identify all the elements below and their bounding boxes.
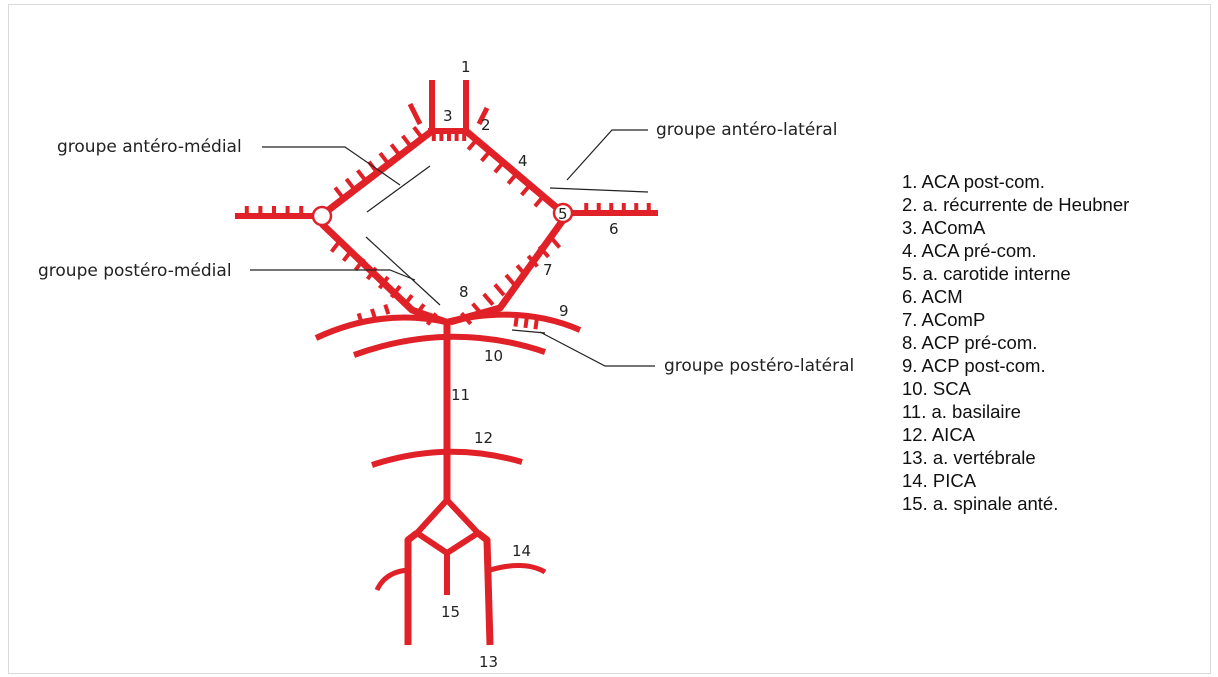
leader-postero-lateral bbox=[540, 332, 655, 366]
number-15: 15 bbox=[441, 603, 460, 621]
legend-item: 3. AComA bbox=[902, 216, 1129, 239]
perforator-tick bbox=[468, 140, 476, 150]
leader-antero-medial bbox=[262, 147, 400, 185]
legend-item: 4. ACA pré-com. bbox=[902, 239, 1129, 262]
legend-item: 13. a. vertébrale bbox=[902, 446, 1129, 469]
legend-item: 5. a. carotide interne bbox=[902, 262, 1129, 285]
perforator-tick bbox=[403, 136, 412, 147]
heubner-artery-left bbox=[410, 104, 420, 124]
perforator-tick bbox=[506, 275, 515, 286]
number-14: 14 bbox=[512, 542, 531, 560]
perforator-tick bbox=[414, 127, 423, 138]
legend-item: 10. SCA bbox=[902, 377, 1129, 400]
label-antero-medial: groupe antéro-médial bbox=[57, 137, 242, 157]
number-7: 7 bbox=[543, 261, 553, 279]
perforator-tick bbox=[525, 316, 527, 328]
legend-item: 14. PICA bbox=[902, 469, 1129, 492]
vertebral-confluence bbox=[417, 500, 478, 553]
number-2: 2 bbox=[481, 116, 491, 134]
number-6: 6 bbox=[609, 220, 619, 238]
perforator-tick bbox=[332, 241, 340, 252]
vertebral-left bbox=[408, 533, 417, 645]
perforator-tick bbox=[535, 196, 543, 206]
label-postero-lateral: groupe postéro-latéral bbox=[664, 356, 854, 376]
number-11: 11 bbox=[451, 386, 470, 404]
perforator-tick bbox=[358, 170, 367, 181]
perforator-tick bbox=[495, 162, 503, 172]
perforator-tick bbox=[550, 237, 559, 248]
perforator-tick bbox=[508, 174, 516, 184]
leader-postero-lateral-tick bbox=[512, 330, 545, 333]
legend-item: 15. a. spinale anté. bbox=[902, 492, 1129, 515]
number-1: 1 bbox=[461, 58, 471, 76]
perforator-tick bbox=[495, 285, 504, 296]
leader-postero-medial-tick bbox=[366, 237, 440, 305]
legend-item: 7. AComP bbox=[902, 308, 1129, 331]
legend-item: 11. a. basilaire bbox=[902, 400, 1129, 423]
perforator-tick bbox=[482, 151, 490, 161]
number-13: 13 bbox=[479, 653, 498, 671]
legend-item: 6. ACM bbox=[902, 285, 1129, 308]
perforator-tick bbox=[369, 162, 378, 173]
number-8: 8 bbox=[459, 283, 469, 301]
perforator-tick bbox=[346, 179, 355, 190]
label-antero-lateral: groupe antéro-latéral bbox=[656, 120, 837, 140]
pica-left bbox=[377, 570, 408, 590]
perforator-tick bbox=[484, 294, 493, 305]
leader-lines bbox=[250, 130, 655, 366]
perforator-tick bbox=[522, 185, 530, 195]
number-3: 3 bbox=[443, 107, 453, 125]
number-10: 10 bbox=[484, 347, 503, 365]
perforator-ticks bbox=[247, 127, 649, 329]
legend-item: 12. AICA bbox=[902, 423, 1129, 446]
number-5: 5 bbox=[558, 205, 568, 223]
legend-item: 9. ACP post-com. bbox=[902, 354, 1129, 377]
legend-item: 1. ACA post-com. bbox=[902, 170, 1129, 193]
pica-right bbox=[490, 565, 545, 572]
perforator-tick bbox=[372, 309, 375, 319]
leader-postero-medial bbox=[250, 270, 415, 280]
perforator-tick bbox=[515, 315, 517, 327]
label-postero-medial: groupe postéro-médial bbox=[38, 261, 232, 281]
arteries bbox=[235, 80, 658, 645]
number-4: 4 bbox=[518, 152, 528, 170]
number-9: 9 bbox=[559, 302, 569, 320]
legend-item: 8. ACP pré-com. bbox=[902, 331, 1129, 354]
carotid-left-circle bbox=[313, 207, 331, 225]
perforator-tick bbox=[535, 317, 537, 329]
perforator-tick bbox=[335, 188, 344, 199]
perforator-tick bbox=[385, 305, 388, 315]
leader-antero-lateral-tick bbox=[550, 188, 648, 192]
perforator-tick bbox=[391, 144, 400, 155]
leader-antero-lateral bbox=[567, 130, 648, 180]
aca-pre-com-right bbox=[466, 131, 563, 213]
perforator-tick bbox=[380, 153, 389, 164]
legend-item: 2. a. récurrente de Heubner bbox=[902, 193, 1129, 216]
legend-list: 1. ACA post-com. 2. a. récurrente de Heu… bbox=[902, 170, 1129, 515]
number-12: 12 bbox=[474, 429, 493, 447]
vertebral-right bbox=[478, 533, 490, 645]
